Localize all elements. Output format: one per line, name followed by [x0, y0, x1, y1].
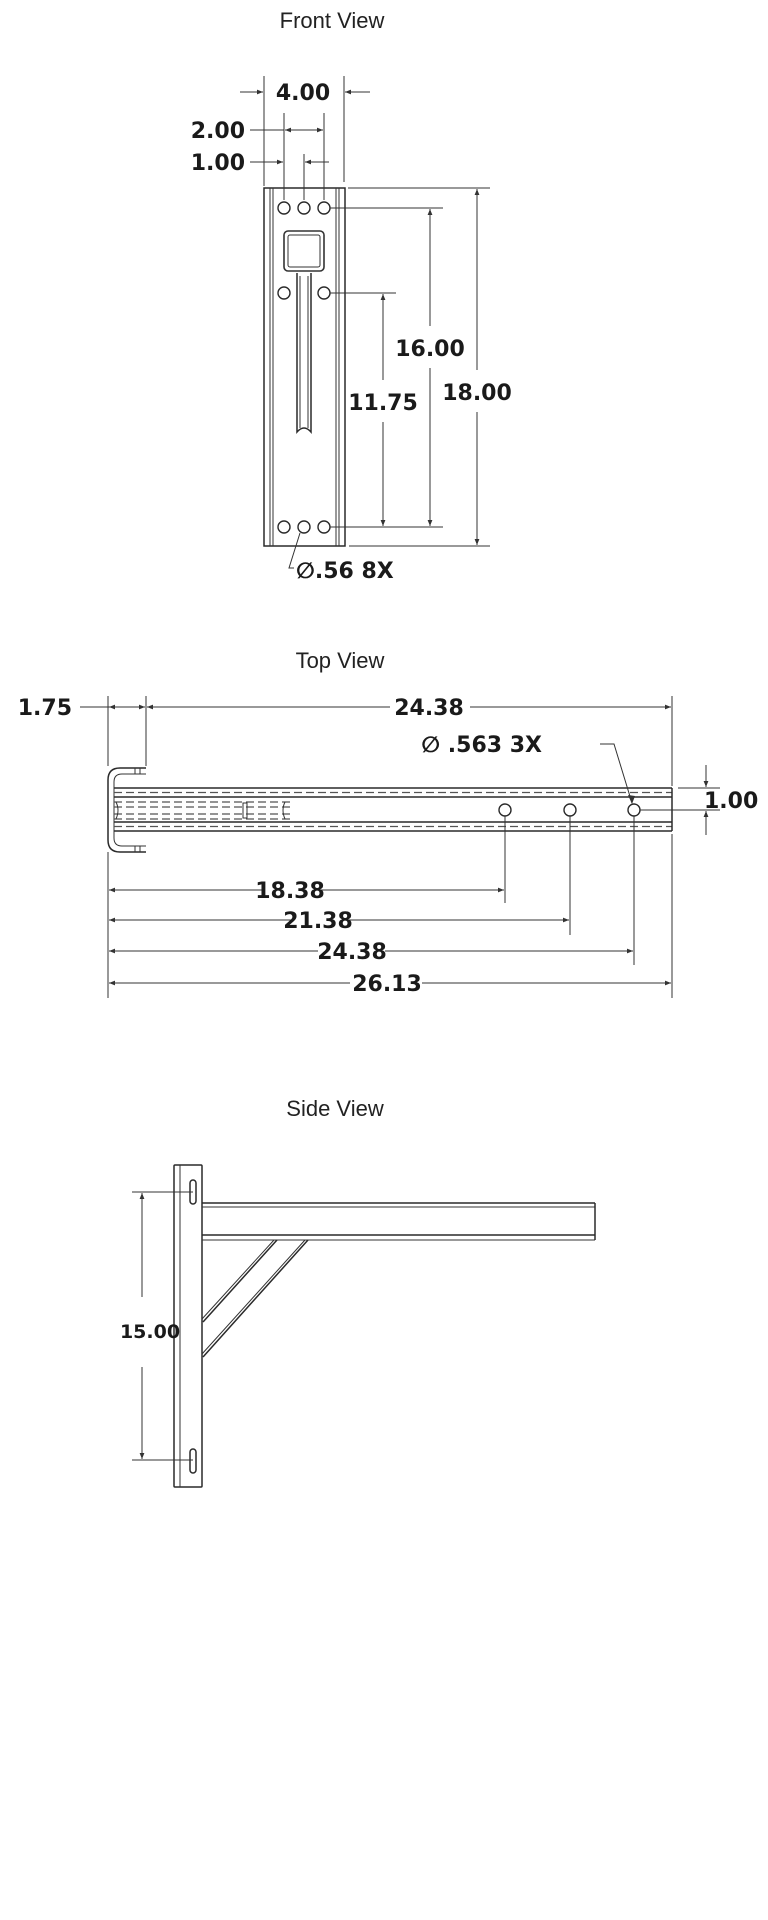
dim-top-overall: 26.13 [109, 972, 671, 997]
svg-text:18.00: 18.00 [442, 381, 512, 406]
front-plate [263, 187, 346, 547]
tube-hole [563, 803, 577, 817]
svg-text:1.75: 1.75 [18, 696, 72, 721]
dim-front-hole-span: 16.00 [395, 209, 465, 526]
front-view-title: Front View [280, 8, 385, 33]
dim-front-hole-spacing-outer: 2.00 [191, 113, 325, 200]
svg-text:∅ .563 3X: ∅ .563 3X [421, 733, 542, 758]
mount-hole [277, 286, 291, 300]
tube-hole [627, 803, 641, 817]
svg-text:16.00: 16.00 [395, 337, 465, 362]
front-view: Front View [191, 8, 512, 584]
mount-hole [277, 520, 291, 534]
mount-hole [317, 520, 331, 534]
top-view: Top View [18, 648, 758, 998]
dim-front-lower-span: 11.75 [348, 294, 418, 526]
svg-text:24.38: 24.38 [317, 940, 387, 965]
mount-hole [317, 286, 331, 300]
svg-text:24.38: 24.38 [394, 696, 464, 721]
svg-text:21.38: 21.38 [283, 909, 353, 934]
mount-hole [297, 520, 311, 534]
svg-text:4.00: 4.00 [276, 81, 330, 106]
svg-text:26.13: 26.13 [352, 972, 422, 997]
top-hole-callout: ∅ .563 3X [421, 733, 635, 804]
mount-hole [317, 201, 331, 215]
side-view-title: Side View [286, 1096, 384, 1121]
dim-top-hole2: 21.38 [109, 909, 569, 934]
mount-slot [189, 1448, 197, 1474]
tube-hole [498, 803, 512, 817]
dim-top-hole3: 24.38 [109, 940, 633, 965]
side-bracket [173, 1164, 596, 1488]
svg-text:1.00: 1.00 [191, 151, 245, 176]
top-view-title: Top View [296, 648, 385, 673]
top-bracket [107, 767, 673, 853]
dim-side-slot-spacing: 15.00 [120, 1191, 193, 1461]
dim-top-hole1: 18.38 [109, 879, 504, 904]
svg-text:18.38: 18.38 [255, 879, 325, 904]
svg-text:∅.56 8X: ∅.56 8X [296, 559, 394, 584]
svg-text:1.00: 1.00 [704, 789, 758, 814]
svg-text:11.75: 11.75 [348, 391, 418, 416]
mount-hole [297, 201, 311, 215]
dim-top-tube-offset: 1.00 [640, 765, 758, 835]
dim-front-width: 4.00 [240, 76, 370, 186]
side-view: Side View 15.00 [120, 1096, 596, 1488]
dim-top-flange-and-arm: 1.75 24.38 [18, 696, 673, 786]
svg-text:2.00: 2.00 [191, 119, 245, 144]
dim-front-height: 18.00 [442, 189, 512, 545]
svg-text:15.00: 15.00 [120, 1321, 180, 1343]
mount-hole [277, 201, 291, 215]
front-hole-callout: ∅.56 8X [288, 532, 394, 584]
dim-front-hole-spacing-inner: 1.00 [191, 151, 329, 200]
